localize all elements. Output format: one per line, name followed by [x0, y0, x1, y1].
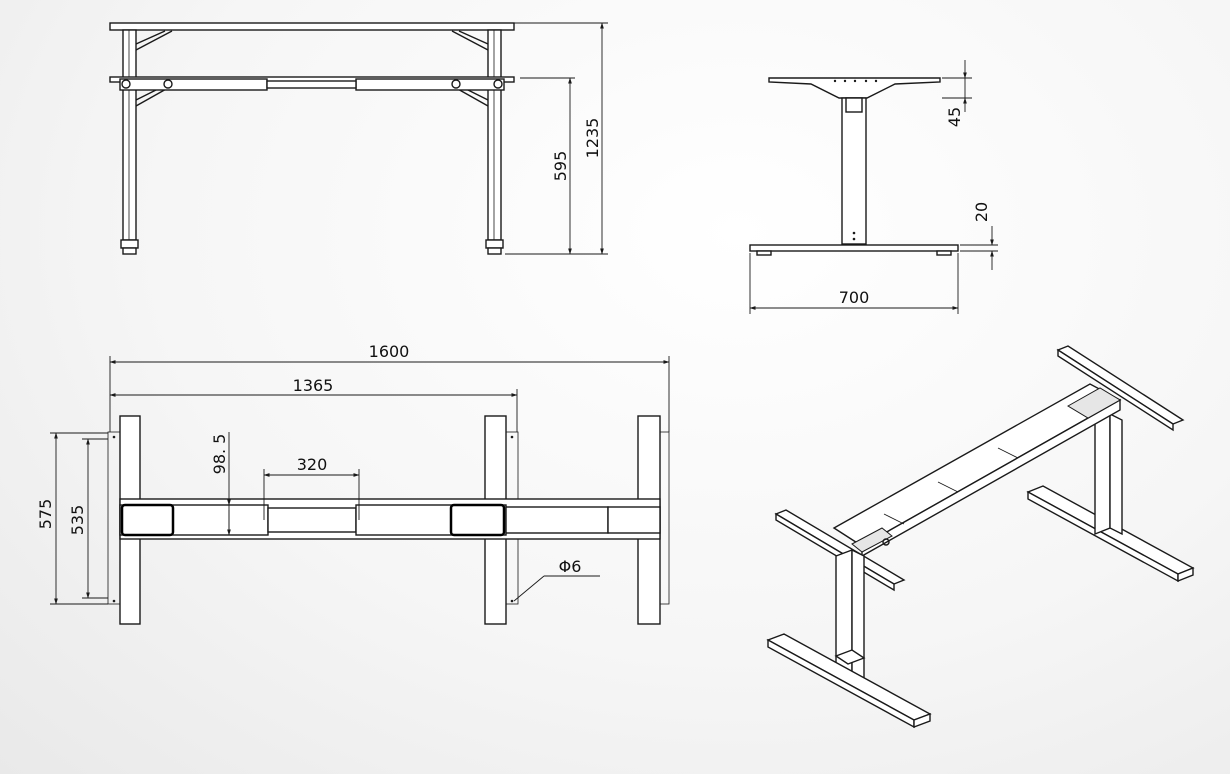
side-column [841, 97, 867, 245]
front-beam-right [355, 78, 505, 91]
dim-offset: 320 [297, 455, 328, 474]
front-bolt [493, 79, 503, 89]
front-bolt [163, 79, 173, 89]
front-view: 595 1235 [109, 22, 608, 255]
dim-width-min: 1365 [293, 376, 334, 395]
top-view: 1600 1365 320 98. 5 575 535 Φ6 [36, 342, 670, 625]
iso-back-column [1094, 412, 1111, 536]
top-beam-center [267, 507, 357, 533]
iso-view [766, 345, 1195, 729]
dim-base-length: 700 [839, 288, 870, 307]
dim-height-max: 1235 [583, 118, 602, 159]
dim-beam: 98. 5 [210, 434, 229, 475]
dim-width-max: 1600 [369, 342, 410, 361]
front-bolt [121, 79, 131, 89]
side-top-plate [768, 77, 941, 99]
front-top-plate [109, 22, 515, 31]
dim-height-min: 595 [551, 151, 570, 182]
top-motor-left [120, 503, 175, 537]
dim-top-plate: 45 [945, 107, 964, 127]
dim-depth-outer: 575 [36, 499, 55, 530]
dim-depth-inner: 535 [68, 505, 87, 536]
top-motor-right [449, 503, 506, 537]
front-bolt [451, 79, 461, 89]
side-view: 45 20 700 [749, 60, 998, 314]
front-right-leg [487, 29, 502, 241]
dim-hole: Φ6 [559, 557, 582, 576]
front-foot-right [485, 239, 504, 249]
front-beam-left [119, 78, 268, 91]
front-left-leg [122, 29, 137, 241]
side-base [749, 244, 959, 252]
dim-foot-height: 20 [972, 202, 991, 222]
front-foot-left [120, 239, 139, 249]
front-beam-center [266, 80, 357, 89]
